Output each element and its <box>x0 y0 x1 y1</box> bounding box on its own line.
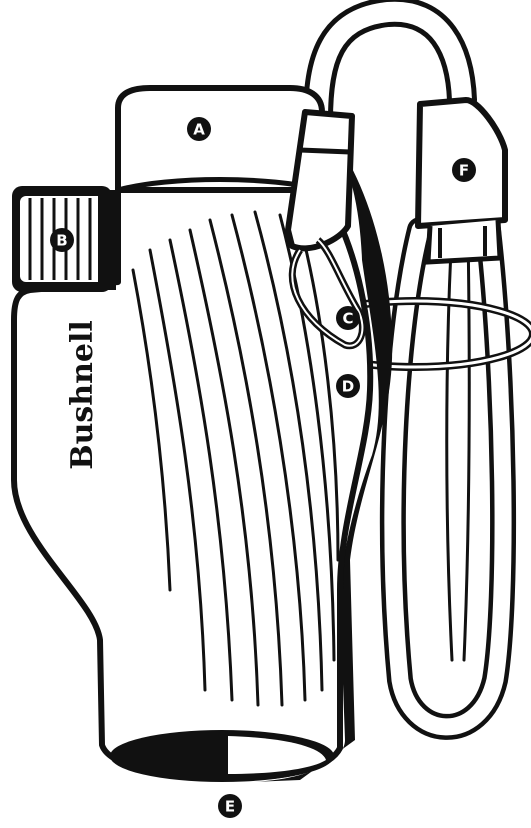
callout-marker-a: A <box>187 117 211 141</box>
callout-label-a: A <box>193 121 205 139</box>
callout-label-c: C <box>342 310 353 328</box>
callout-label-b: B <box>56 232 67 250</box>
callout-marker-c: C <box>336 306 360 330</box>
callout-marker-f: F <box>452 158 476 182</box>
callout-marker-e: E <box>218 794 242 818</box>
callout-label-f: F <box>459 162 469 180</box>
brand-logo: Bushnell <box>65 320 100 470</box>
brand-logo-text: Bushnell <box>65 320 100 470</box>
callout-label-e: E <box>225 798 235 816</box>
callout-label-d: D <box>342 378 354 396</box>
callout-marker-b: B <box>50 228 74 252</box>
callout-marker-d: D <box>336 374 360 398</box>
